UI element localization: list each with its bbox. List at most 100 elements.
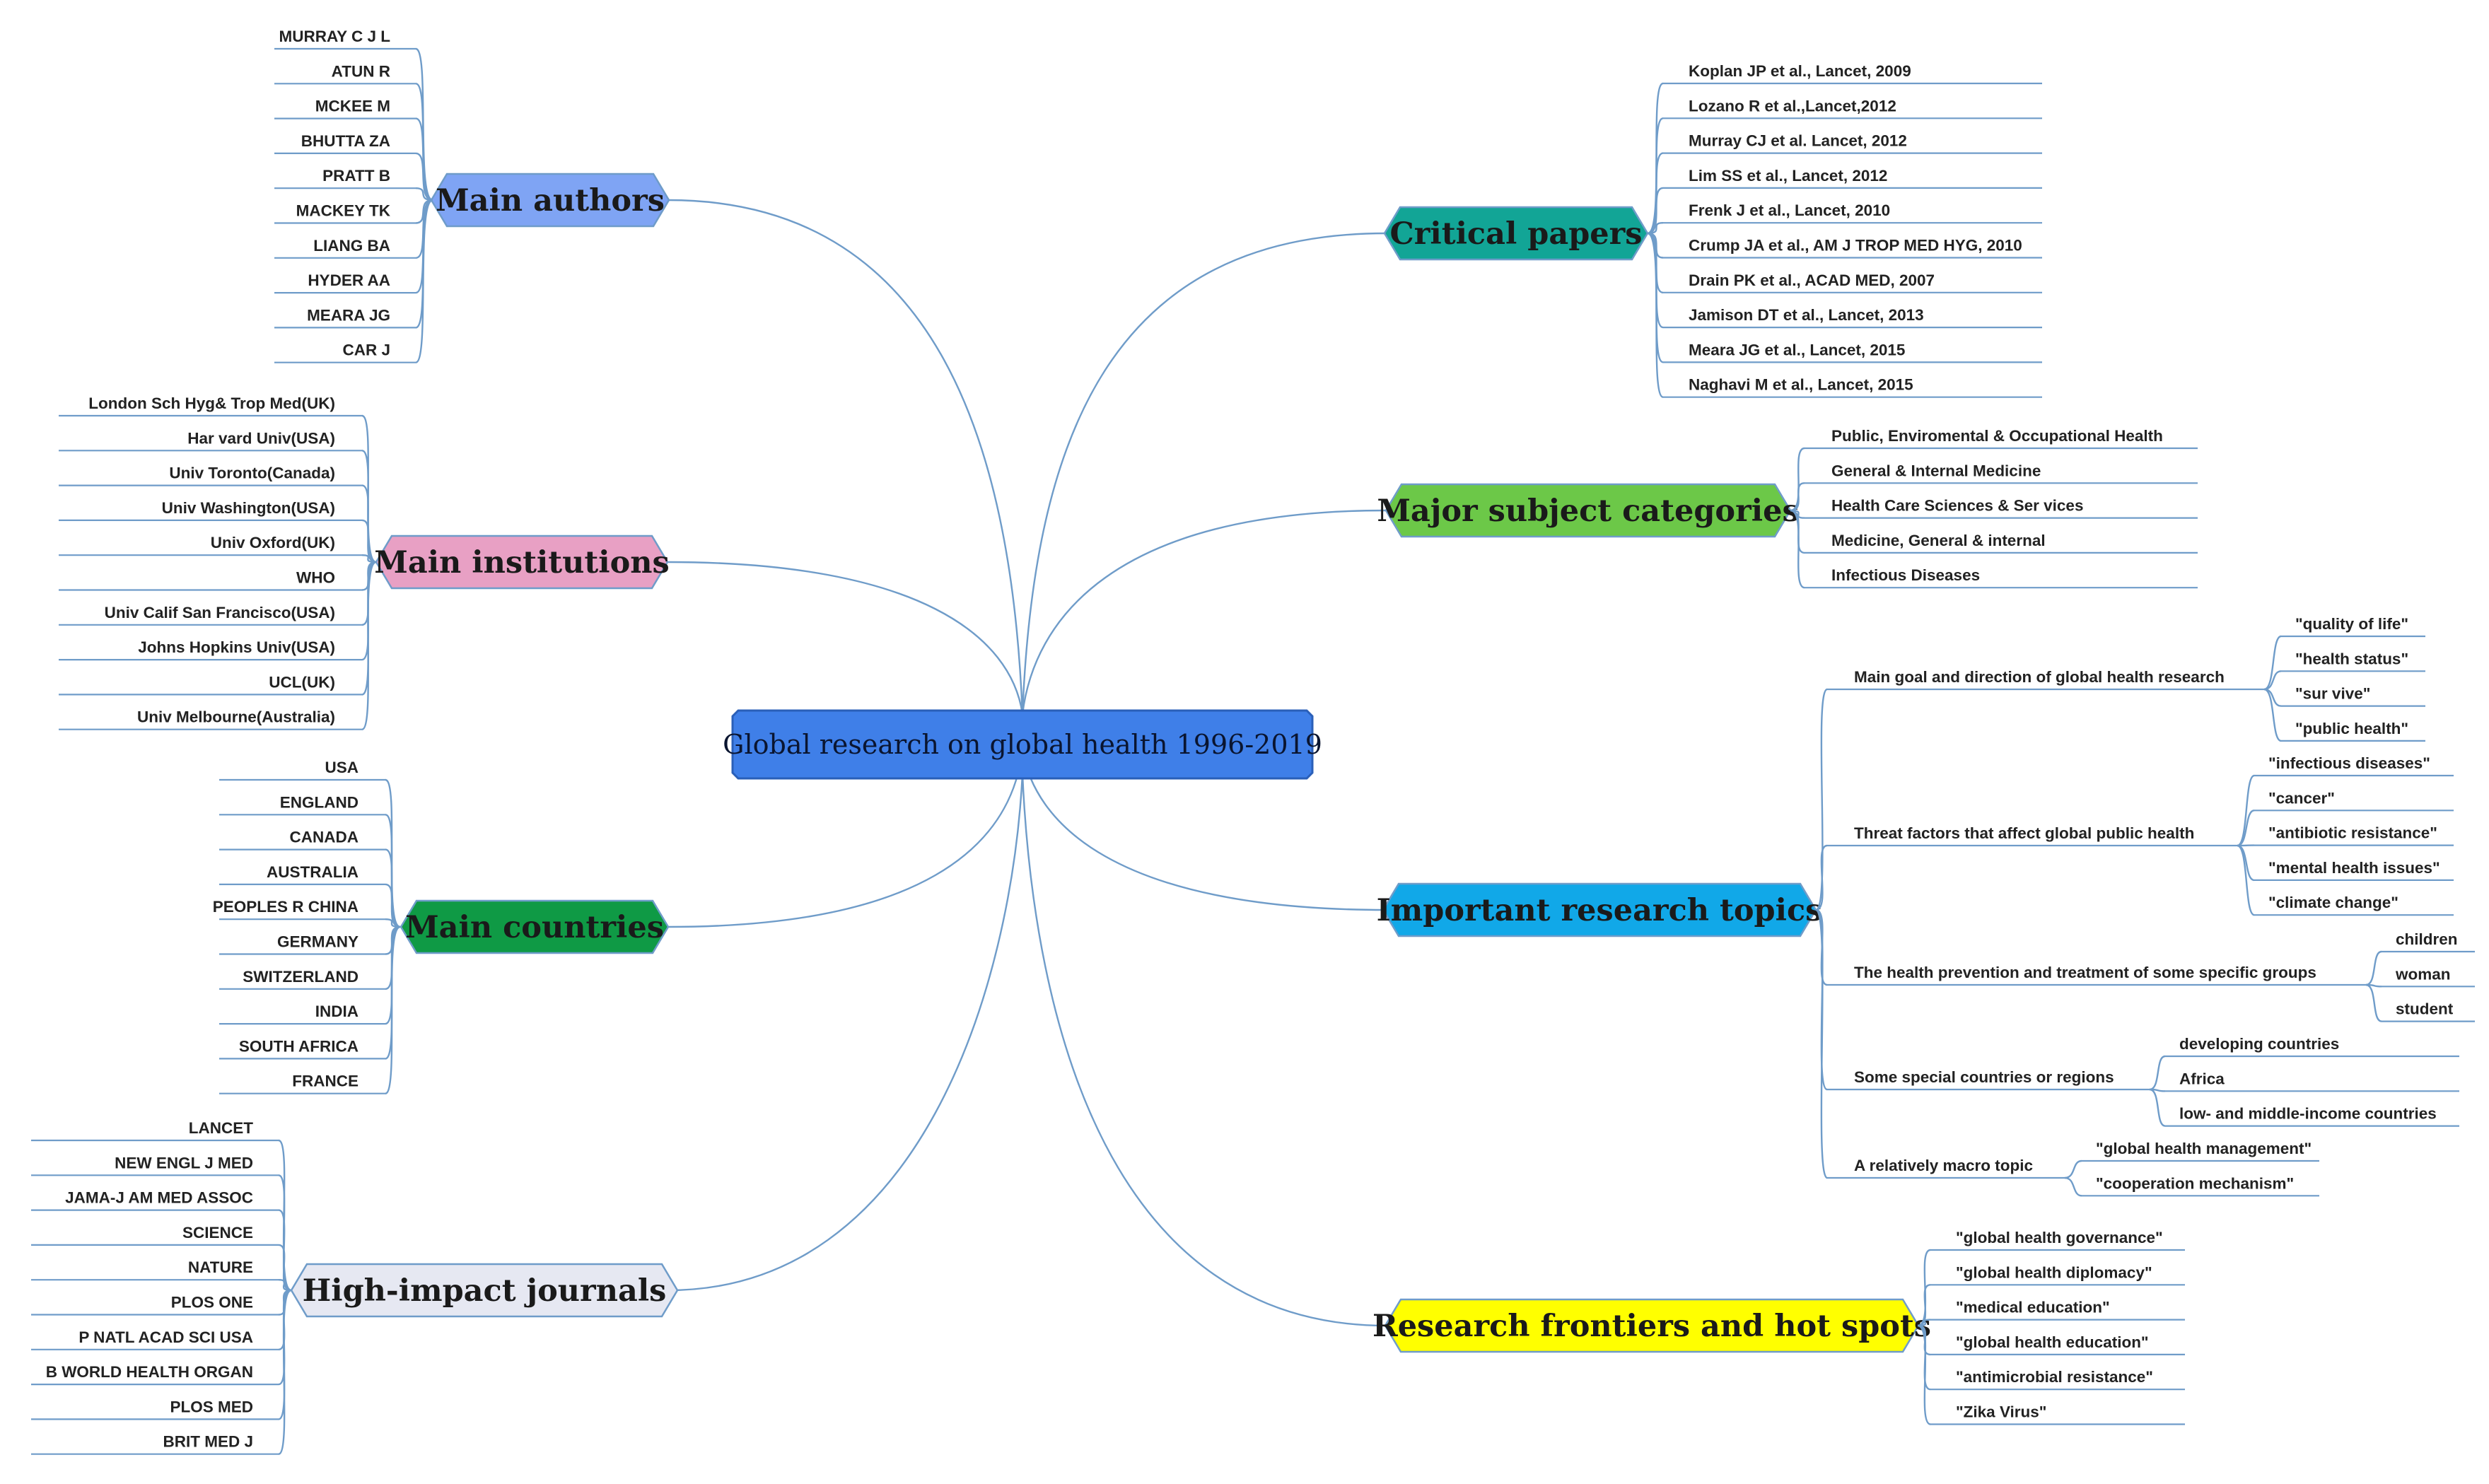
countries-leaf[interactable]: GERMANY xyxy=(277,933,359,951)
institutions-leaf[interactable]: Univ Oxford(UK) xyxy=(211,534,335,551)
node-high-impact-journals[interactable]: High-impact journals xyxy=(290,1263,679,1318)
topic-group-label[interactable]: The health prevention and treatment of s… xyxy=(1854,964,2316,981)
authors-leaf[interactable]: LIANG BA xyxy=(313,237,390,255)
journals-leaf[interactable]: NATURE xyxy=(188,1258,253,1276)
frontiers-leaf[interactable]: "global health diplomacy" xyxy=(1956,1263,2152,1281)
countries-leaf[interactable]: ENGLAND xyxy=(280,793,359,811)
topic-item[interactable]: children xyxy=(2396,930,2458,948)
node-important-research-topics[interactable]: Important research topics xyxy=(1377,882,1823,937)
countries-leaf[interactable]: SOUTH AFRICA xyxy=(239,1037,359,1055)
papers-leaf[interactable]: Koplan JP et al., Lancet, 2009 xyxy=(1689,62,1911,80)
countries-leaf[interactable]: INDIA xyxy=(315,1003,359,1020)
categories-leaf[interactable]: Public, Enviromental & Occupational Heal… xyxy=(1831,427,2163,445)
topic-item[interactable]: Africa xyxy=(2179,1070,2225,1087)
categories-leaf[interactable]: Health Care Sciences & Ser vices xyxy=(1831,497,2083,515)
node-research-frontiers-shape xyxy=(1384,1298,1920,1353)
frontiers-leaf[interactable]: "medical education" xyxy=(1956,1299,2110,1316)
authors-leaf[interactable]: MCKEE M xyxy=(315,98,390,115)
topic-item[interactable]: "health status" xyxy=(2295,650,2408,667)
topic-group-label[interactable]: A relatively macro topic xyxy=(1854,1157,2033,1174)
central-node[interactable]: Global research on global health 1996-20… xyxy=(723,709,1322,780)
topic-item[interactable]: "cancer" xyxy=(2268,789,2335,807)
authors-leaf[interactable]: HYDER AA xyxy=(308,271,390,289)
journals-leaf[interactable]: NEW ENGL J MED xyxy=(115,1154,253,1172)
authors-leaf[interactable]: BHUTTA ZA xyxy=(301,132,390,150)
topic-group-connector xyxy=(1814,908,1829,1179)
topic-item[interactable]: student xyxy=(2396,1000,2454,1018)
journals-leaf[interactable]: JAMA-J AM MED ASSOC xyxy=(65,1189,253,1207)
papers-leaf[interactable]: Lim SS et al., Lancet, 2012 xyxy=(1689,167,1887,185)
countries-leaves: USA ENGLAND CANADA AUSTRALIA PEOPLES R CHINA… xyxy=(213,759,401,1094)
connector-authors xyxy=(668,199,1024,715)
institutions-leaf[interactable]: Johns Hopkins Univ(USA) xyxy=(138,638,335,656)
node-research-frontiers[interactable]: Research frontiers and hot spots xyxy=(1372,1298,1931,1353)
institutions-leaf[interactable]: UCL(UK) xyxy=(269,673,335,691)
institutions-leaf[interactable]: Univ Toronto(Canada) xyxy=(169,465,335,482)
node-main-authors[interactable]: Main authors xyxy=(430,173,670,228)
topic-item[interactable]: low- and middle-income countries xyxy=(2179,1105,2437,1123)
authors-leaf[interactable]: ATUN R xyxy=(332,62,390,80)
countries-leaf[interactable]: PEOPLES R CHINA xyxy=(213,898,359,916)
journals-leaf[interactable]: BRIT MED J xyxy=(163,1433,253,1451)
topic-item[interactable]: "global health management" xyxy=(2096,1140,2312,1157)
authors-leaf[interactable]: PRATT B xyxy=(322,167,390,185)
papers-leaf[interactable]: Crump JA et al., AM J TROP MED HYG, 2010 xyxy=(1689,237,2022,255)
topic-group-label[interactable]: Main goal and direction of global health… xyxy=(1854,668,2225,686)
papers-leaf-connector xyxy=(1647,232,1664,398)
journals-leaf[interactable]: P NATL ACAD SCI USA xyxy=(78,1328,253,1346)
topic-item[interactable]: developing countries xyxy=(2179,1035,2339,1053)
journals-leaf[interactable]: LANCET xyxy=(189,1119,253,1137)
node-main-institutions[interactable]: Main institutions xyxy=(374,534,670,590)
papers-leaf[interactable]: Meara JG et al., Lancet, 2015 xyxy=(1689,341,1905,358)
frontiers-leaf[interactable]: "Zika Virus" xyxy=(1956,1403,2046,1421)
topic-item[interactable]: "antibiotic resistance" xyxy=(2268,824,2437,842)
papers-leaf[interactable]: Jamison DT et al., Lancet, 2013 xyxy=(1689,306,1924,324)
authors-leaf-connector xyxy=(415,152,433,201)
topic-group-label[interactable]: Threat factors that affect global public… xyxy=(1854,824,2194,842)
countries-leaf[interactable]: SWITZERLAND xyxy=(243,968,359,986)
node-main-countries[interactable]: Main countries xyxy=(400,899,670,954)
institutions-leaf[interactable]: Univ Calif San Francisco(USA) xyxy=(105,604,335,621)
journals-leaf[interactable]: SCIENCE xyxy=(182,1224,253,1241)
connector-categories xyxy=(1021,509,1387,715)
categories-leaf[interactable]: Infectious Diseases xyxy=(1831,566,1980,584)
categories-leaf[interactable]: General & Internal Medicine xyxy=(1831,462,2041,479)
node-critical-papers[interactable]: Critical papers xyxy=(1383,206,1649,261)
categories-leaf[interactable]: Medicine, General & internal xyxy=(1831,532,2046,549)
frontiers-leaf[interactable]: "antimicrobial resistance" xyxy=(1956,1368,2153,1386)
institutions-leaf[interactable]: WHO xyxy=(296,569,335,587)
topic-item[interactable]: "public health" xyxy=(2295,720,2408,737)
topic-item[interactable]: "cooperation mechanism" xyxy=(2096,1174,2294,1192)
authors-leaf[interactable]: MURRAY C J L xyxy=(279,28,390,45)
topic-item[interactable]: "infectious diseases" xyxy=(2268,754,2430,772)
countries-leaf[interactable]: USA xyxy=(325,759,359,776)
papers-leaf[interactable]: Lozano R et al.,Lancet,2012 xyxy=(1689,97,1896,115)
node-major-subject-categories[interactable]: Major subject categories xyxy=(1377,483,1800,538)
countries-leaf[interactable]: AUSTRALIA xyxy=(267,863,359,881)
topic-item[interactable]: "mental health issues" xyxy=(2268,859,2440,877)
journals-leaf[interactable]: PLOS MED xyxy=(170,1398,253,1415)
topic-item[interactable]: "sur vive" xyxy=(2295,685,2370,703)
frontiers-leaf[interactable]: "global health education" xyxy=(1956,1333,2149,1351)
authors-leaf[interactable]: MACKEY TK xyxy=(296,202,391,220)
institutions-leaf[interactable]: Univ Melbourne(Australia) xyxy=(137,708,335,726)
papers-leaf[interactable]: Frenk J et al., Lancet, 2010 xyxy=(1689,201,1890,219)
countries-leaf[interactable]: CANADA xyxy=(290,829,359,846)
papers-leaf[interactable]: Murray CJ et al. Lancet, 2012 xyxy=(1689,132,1907,150)
countries-leaf[interactable]: FRANCE xyxy=(292,1073,359,1090)
topic-item[interactable]: "quality of life" xyxy=(2295,615,2408,633)
institutions-leaf[interactable]: Har vard Univ(USA) xyxy=(187,429,335,447)
topic-group-label[interactable]: Some special countries or regions xyxy=(1854,1068,2114,1086)
papers-leaf[interactable]: Drain PK et al., ACAD MED, 2007 xyxy=(1689,271,1935,289)
topic-item[interactable]: "climate change" xyxy=(2268,894,2398,911)
authors-leaf[interactable]: MEARA JG xyxy=(307,306,390,324)
papers-leaf[interactable]: Naghavi M et al., Lancet, 2015 xyxy=(1689,376,1913,394)
institutions-leaf[interactable]: London Sch Hyg& Trop Med(UK) xyxy=(88,395,335,412)
topic-item[interactable]: woman xyxy=(2395,965,2451,983)
connector-topics xyxy=(1021,749,1387,911)
authors-leaf[interactable]: CAR J xyxy=(342,341,390,359)
frontiers-leaf[interactable]: "global health governance" xyxy=(1956,1229,2163,1246)
journals-leaf[interactable]: B WORLD HEALTH ORGAN xyxy=(46,1363,253,1381)
journals-leaf[interactable]: PLOS ONE xyxy=(171,1294,253,1311)
institutions-leaf[interactable]: Univ Washington(USA) xyxy=(162,499,335,517)
